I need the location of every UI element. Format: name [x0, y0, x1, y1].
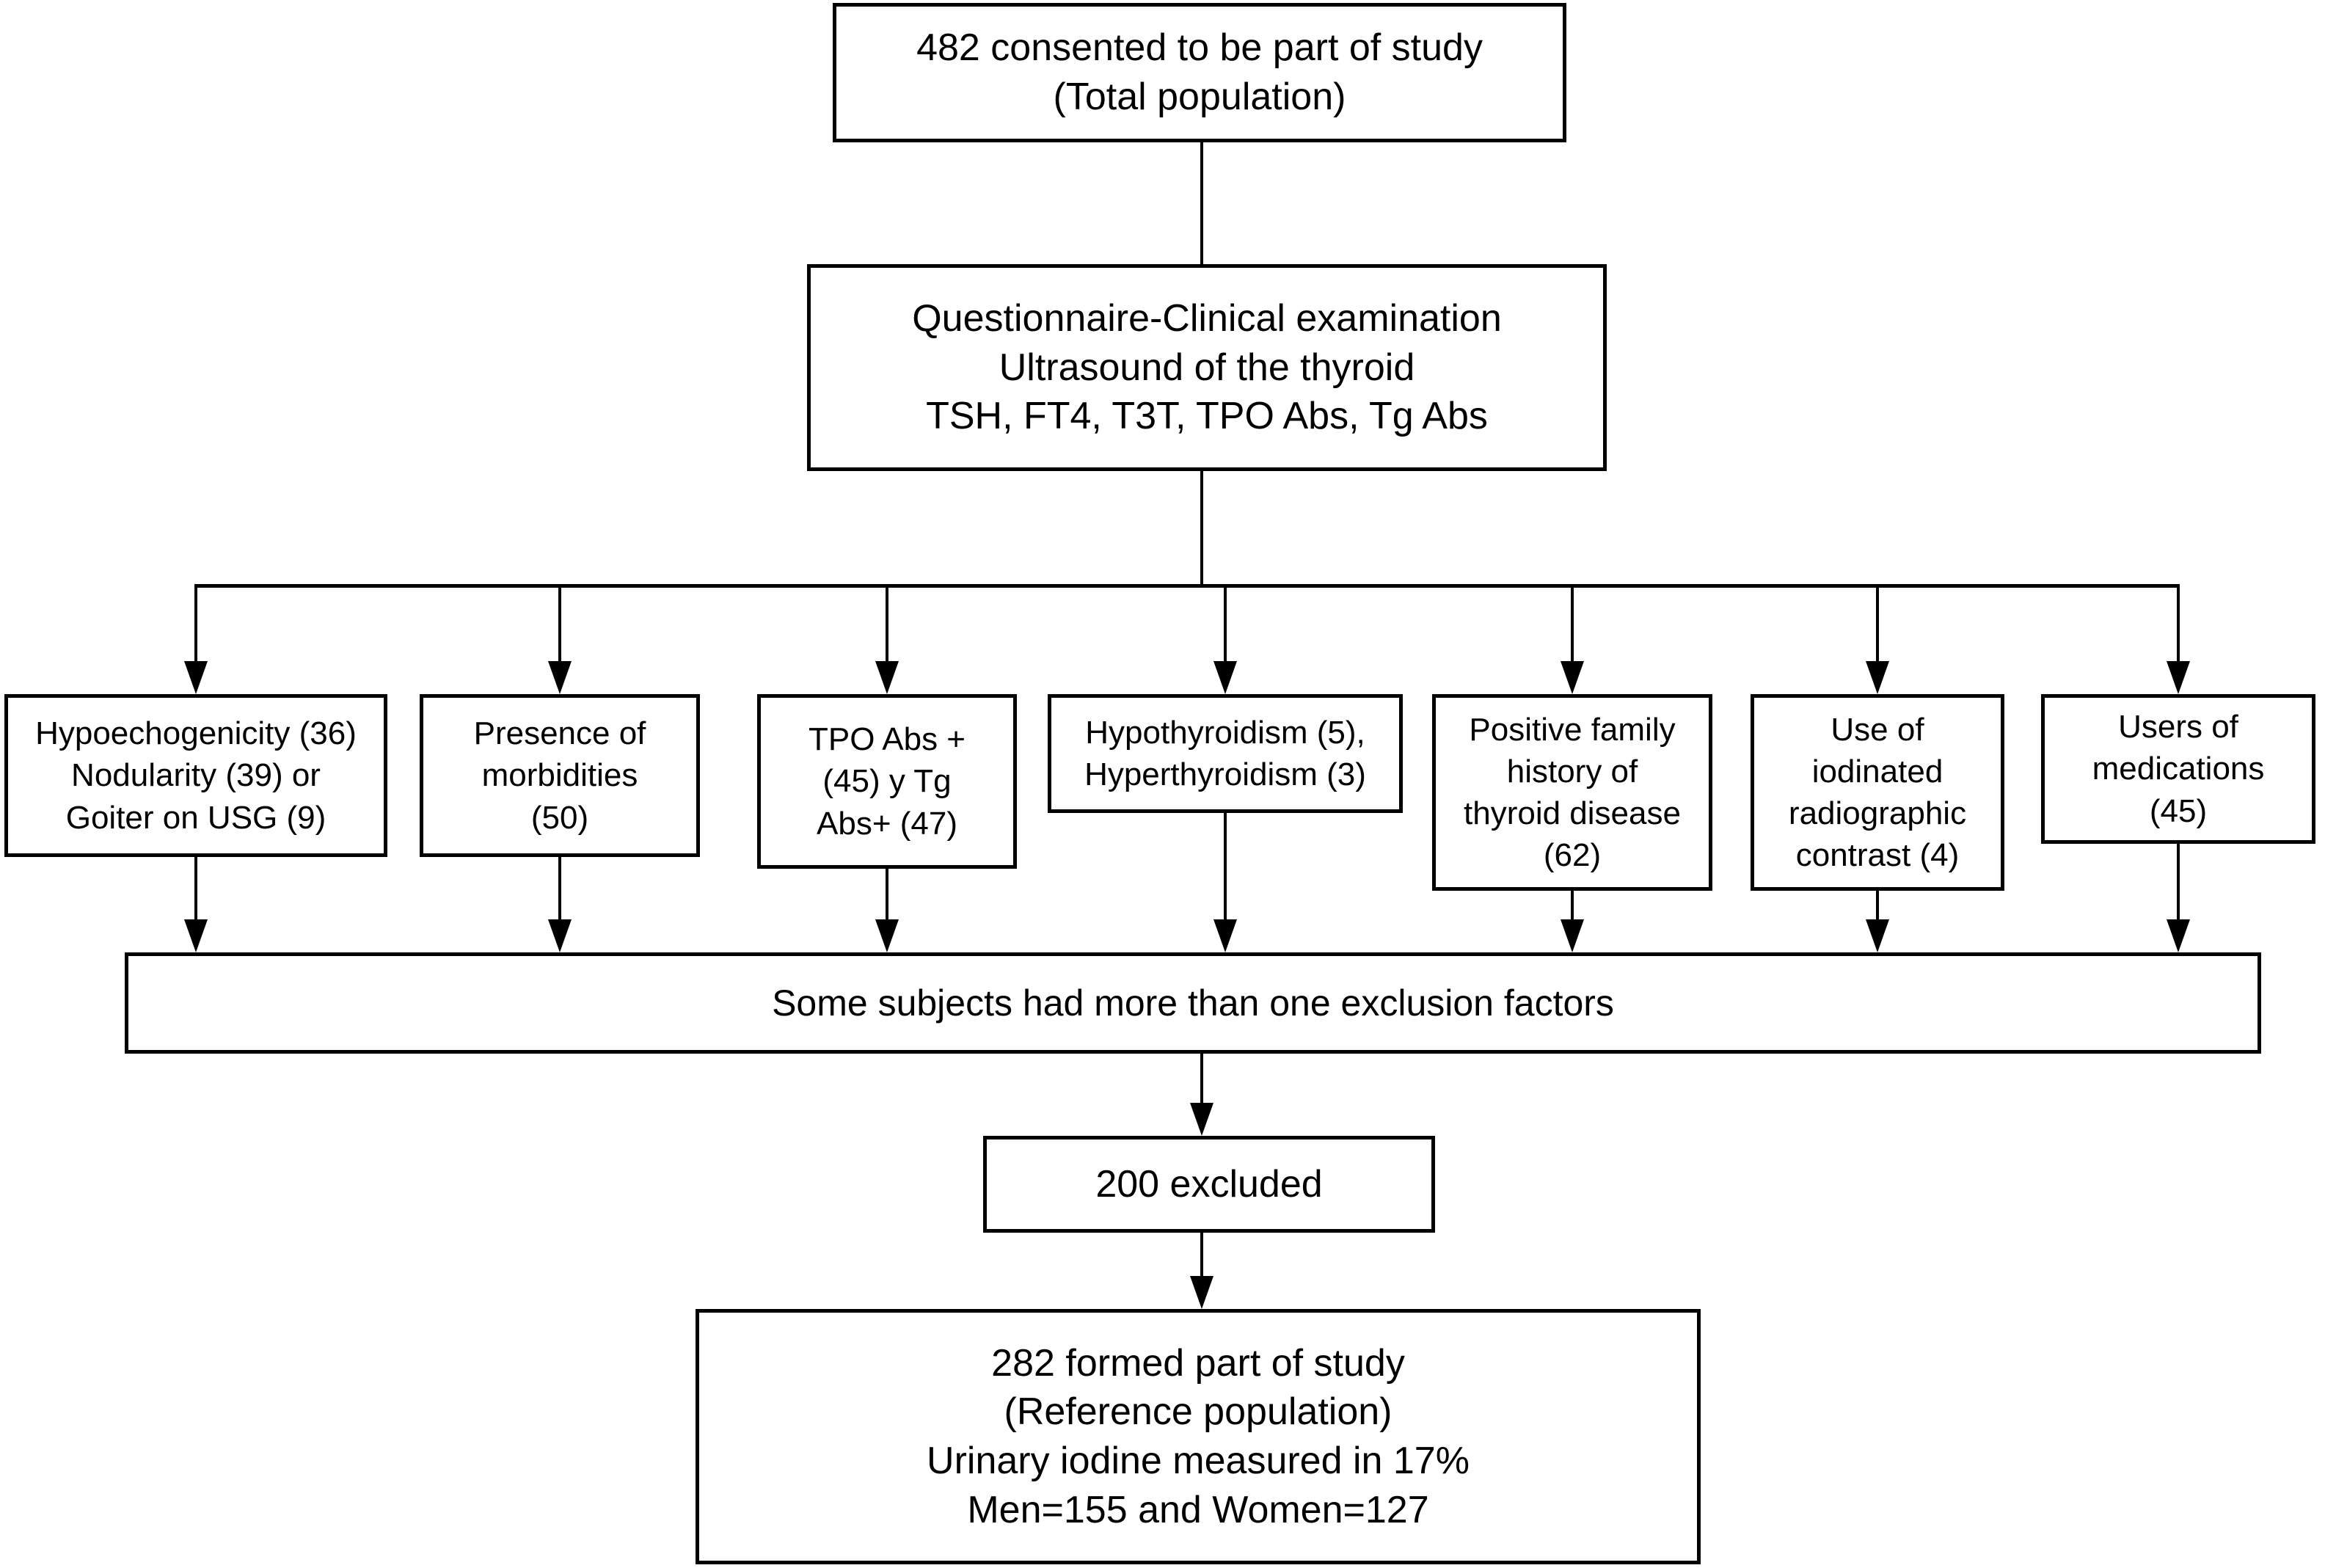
connector-excluded-to-final	[1200, 1233, 1203, 1278]
node-exclusion-note: Some subjects had more than one exclusio…	[125, 952, 2261, 1054]
connector-rail-to-exclusion-5	[1571, 586, 1574, 665]
text-line: Presence of	[473, 715, 646, 752]
node-exclusion-iodinated-contrast: Use of iodinated radiographic contrast (…	[1751, 694, 2004, 891]
node-reference-population: 282 formed part of study (Reference popu…	[696, 1309, 1701, 1564]
node-exclusion-medications: Users of medications (45)	[2041, 694, 2315, 844]
text-line: Hypoechogenicity (36)	[35, 715, 357, 752]
text-line: iodinated	[1811, 753, 1943, 790]
arrow-down-icon	[184, 919, 208, 952]
text-line: Hyperthyroidism (3)	[1084, 756, 1366, 792]
connector-total-to-exam	[1200, 141, 1203, 266]
connector-rail-to-exclusion-4	[1224, 586, 1227, 665]
text-line: medications	[2092, 751, 2265, 787]
arrow-down-icon	[1190, 1103, 1213, 1136]
text-line: TPO Abs +	[809, 721, 966, 758]
text-line: (50)	[530, 799, 589, 836]
node-exclusion-family-history: Positive family history of thyroid disea…	[1432, 694, 1712, 891]
connector-note-to-excluded	[1200, 1054, 1203, 1105]
connector-exclusion-1-to-note	[194, 857, 197, 923]
text-line: Users of	[2118, 709, 2238, 745]
text-line: (Total population)	[1053, 76, 1346, 118]
text-line: Men=155 and Women=127	[967, 1488, 1429, 1531]
text-line: Use of	[1831, 711, 1924, 748]
connector-exam-to-rail	[1200, 470, 1203, 587]
text-line: Ultrasound of the thyroid	[999, 346, 1415, 389]
arrow-down-icon	[184, 661, 208, 694]
text-line: (45) y Tg	[822, 763, 952, 800]
arrow-down-icon	[875, 661, 899, 694]
connector-rail-to-exclusion-1	[194, 586, 197, 665]
connector-exclusion-5-to-note	[1571, 891, 1574, 923]
arrow-down-icon	[1561, 661, 1584, 694]
connector-exclusion-7-to-note	[2177, 844, 2180, 923]
text-line: 200 excluded	[1095, 1162, 1323, 1206]
text-line: 482 consented to be part of study	[916, 26, 1483, 70]
arrow-down-icon	[1213, 661, 1237, 694]
connector-exclusion-3-to-note	[886, 869, 888, 923]
arrow-down-icon	[1561, 919, 1584, 952]
text-line: Questionnaire-Clinical examination	[912, 297, 1502, 340]
text-line: Urinary iodine measured in 17%	[927, 1440, 1470, 1482]
arrow-down-icon	[2167, 661, 2190, 694]
text-line: morbidities	[481, 757, 638, 794]
text-line: TSH, FT4, T3T, TPO Abs, Tg Abs	[926, 395, 1488, 438]
text-line: contrast (4)	[1795, 837, 1960, 874]
arrow-down-icon	[2167, 919, 2190, 952]
node-exclusion-thyroid-dysfunction: Hypothyroidism (5), Hyperthyroidism (3)	[1048, 694, 1403, 813]
connector-exclusion-4-to-note	[1224, 813, 1227, 923]
connector-rail-to-exclusion-6	[1876, 586, 1879, 665]
node-excluded: 200 excluded	[983, 1136, 1435, 1233]
arrow-down-icon	[548, 919, 572, 952]
text-line: (45)	[2149, 792, 2208, 829]
text-line: Nodularity (39) or	[71, 757, 321, 794]
connector-exclusion-2-to-note	[558, 857, 561, 923]
connector-rail-to-exclusion-7	[2177, 586, 2180, 665]
arrow-down-icon	[1866, 919, 1889, 952]
text-line: Hypothyroidism (5),	[1085, 714, 1365, 751]
text-line: radiographic	[1788, 795, 1967, 831]
arrow-down-icon	[1866, 661, 1889, 694]
node-total-population: 482 consented to be part of study (Total…	[833, 3, 1566, 142]
arrow-down-icon	[1213, 919, 1237, 952]
text-line: Abs+ (47)	[817, 805, 957, 842]
text-line: thyroid disease	[1464, 795, 1681, 831]
text-line: Goiter on USG (9)	[65, 799, 326, 836]
arrow-down-icon	[548, 661, 572, 694]
connector-rail-to-exclusion-3	[886, 586, 888, 665]
text-line: Positive family	[1469, 711, 1676, 748]
node-examination: Questionnaire-Clinical examination Ultra…	[807, 264, 1607, 471]
node-exclusion-antibodies: TPO Abs + (45) y Tg Abs+ (47)	[757, 694, 1017, 869]
node-exclusion-usg-findings: Hypoechogenicity (36) Nodularity (39) or…	[4, 694, 387, 857]
text-line: history of	[1506, 753, 1638, 790]
connector-exclusion-6-to-note	[1876, 891, 1879, 923]
connector-rail-to-exclusion-2	[558, 586, 561, 665]
text-line: Some subjects had more than one exclusio…	[772, 982, 1614, 1024]
text-line: (Reference population)	[1004, 1390, 1393, 1434]
text-line: (62)	[1543, 837, 1602, 874]
node-exclusion-morbidities: Presence of morbidities (50)	[420, 694, 700, 857]
text-line: 282 formed part of study	[991, 1341, 1405, 1385]
arrow-down-icon	[875, 919, 899, 952]
branch-rail	[194, 584, 2180, 588]
arrow-down-icon	[1190, 1276, 1213, 1309]
